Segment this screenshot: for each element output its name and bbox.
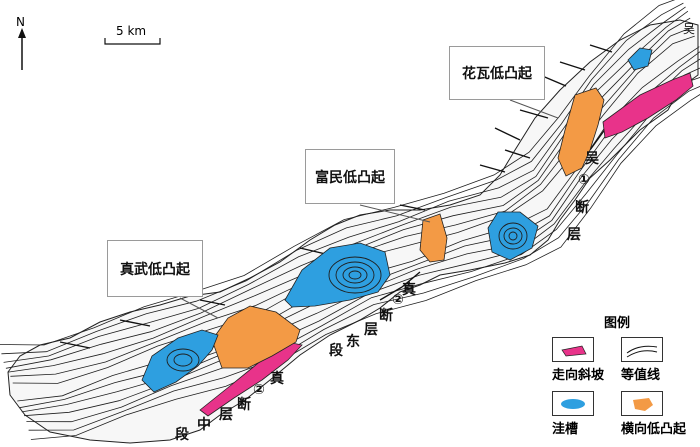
fault-zhen2-mid-char5: 中 [197,417,211,433]
fault-trace [479,164,506,173]
fault-trace [589,44,613,53]
fault-trace [494,127,521,141]
contour-swatch-icon [621,337,663,362]
scale-label: 5 km [116,24,146,38]
contour-line [12,35,695,384]
fault-zhen2-mid-char6: 段 [175,427,189,443]
sag-rings [166,222,528,372]
contour-line [30,94,700,440]
sag-swatch-icon [552,391,594,416]
legend-item-sag: 洼槽 [552,391,622,437]
contour-line [5,10,689,369]
fault-trace [519,109,549,119]
callout-zhenwu-label: 真武低凸起 [120,261,190,278]
legend: 图例 走向斜坡 等值线 洼槽 横向低凸起 [544,309,699,447]
fault-trace [59,341,91,349]
fault-wu1-char4: 层 [567,227,581,243]
uplift-huawa [557,87,605,177]
slope-area-east [602,72,694,139]
callout-pointer-zhenwu [179,297,219,319]
fault-zhen2-east-char2: ② [392,292,404,308]
fault-trace [589,127,607,151]
contour-line [26,77,700,423]
sag-east [487,211,539,261]
fault-wu1-char2: ① [578,172,590,188]
slope-swatch-icon [552,337,594,362]
contour-line [28,85,700,431]
contour-line [0,0,676,346]
fault-wu1-char3: 断 [575,200,589,216]
fault-zhen2-mid-char2: ② [253,382,265,398]
legend-item-uplift-label: 横向低凸起 [621,422,687,437]
fault-zhen2-mid-char1: 真 [270,371,284,387]
fault-trace [379,286,403,301]
callout-huawa-label: 花瓦低凸起 [462,66,532,82]
fault-trace [559,61,586,71]
fault-trace [401,271,421,288]
legend-title: 图例 [604,316,631,331]
contour-line [10,26,693,377]
uplift-swatch-icon [621,391,663,416]
legend-item-sag-label: 洼槽 [552,422,579,437]
callout-pointer-fumin [359,204,431,223]
fault-zhen2-east-char3: 断 [379,308,393,324]
sag-central [284,242,391,308]
fault-zhen2-east-char4: 层 [364,322,378,338]
legend-item-slope-label: 走向斜坡 [552,368,605,383]
legend-item-contour: 等值线 [621,337,691,383]
callout-pointer-huawa [509,99,559,119]
fault-wu1-char1: 吴 [585,151,599,167]
contour-line [1,2,684,355]
fault-zhen2-east-char1: 真 [402,282,416,298]
fault-trace [199,299,226,306]
scale-bar [104,38,161,45]
north-label: N [16,15,25,29]
callout-zhenwu: 真武低凸起 [107,240,203,297]
fault-zhen2-mid-char3: 断 [237,397,251,413]
slope-area-west [199,342,303,417]
uplift-zhenwu [211,305,301,369]
sag-west [141,329,219,393]
legend-item-contour-label: 等值线 [621,368,661,383]
sag-northeast [627,47,653,71]
north-arrow-head [18,28,26,38]
callout-fumin: 富民低凸起 [305,149,395,204]
fault-zhen2-mid-char4: 层 [219,407,233,423]
legend-item-uplift: 横向低凸起 [621,391,691,437]
uplift-fumin [419,213,448,263]
fault-trace [504,149,531,159]
fault-edge-wu: 吴 [683,22,696,36]
fault-trace [119,319,151,327]
fault-zhen2-east-char6: 段 [329,343,343,359]
legend-item-slope: 走向斜坡 [552,337,622,383]
fault-zhen2-east-char5: 东 [346,334,360,350]
fault-trace [399,204,426,211]
callout-fumin-label: 富民低凸起 [315,169,385,186]
callout-huawa: 花瓦低凸起 [449,46,545,100]
contour-line [8,17,691,373]
contour-line [3,6,686,363]
